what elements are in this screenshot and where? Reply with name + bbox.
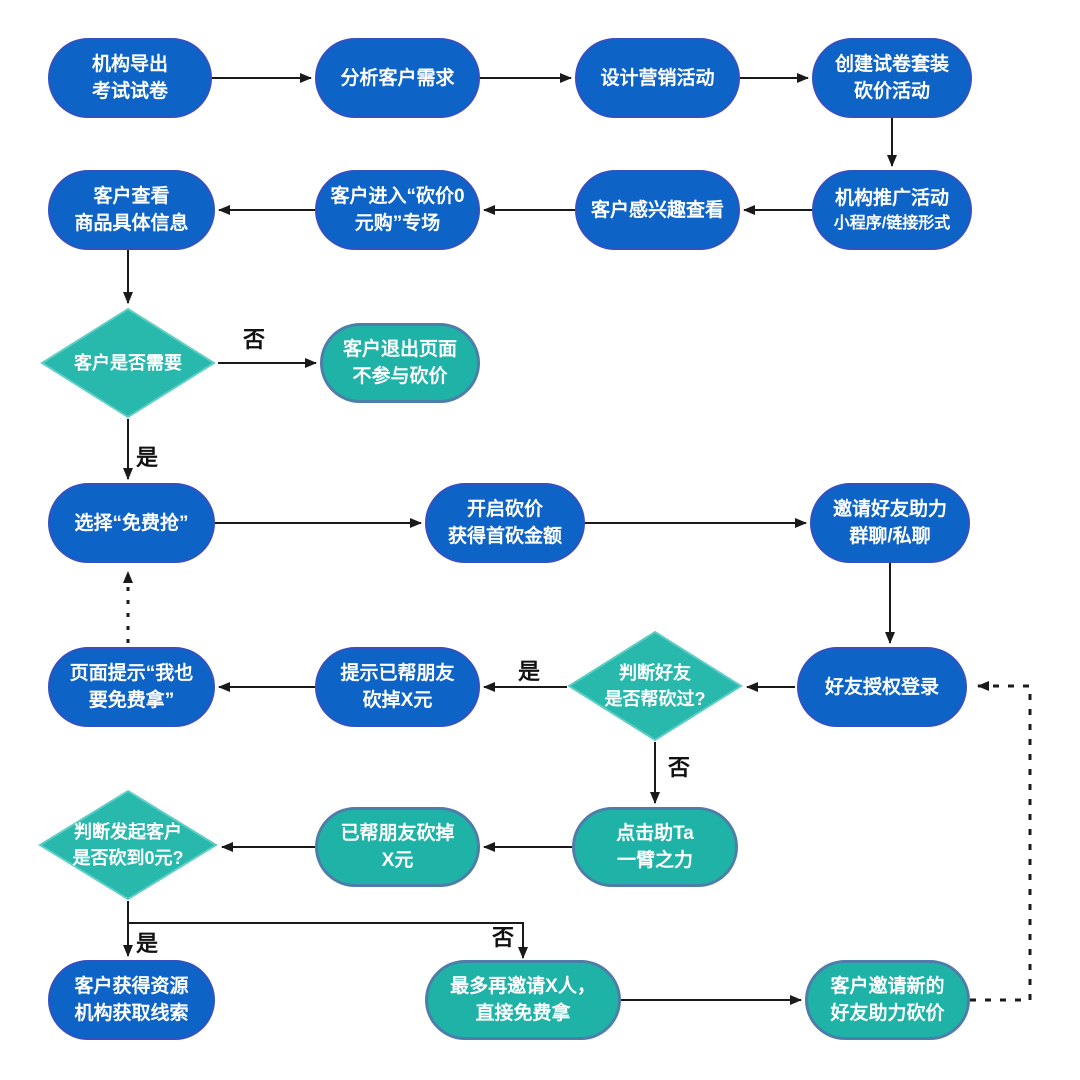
node-label-line: 直接免费拿 (475, 1003, 571, 1024)
node-label-line: 不参与砍价 (352, 366, 448, 387)
node-interest-view: 客户感兴趣查看 (575, 170, 740, 250)
node-design-campaign: 设计营销活动 (575, 38, 740, 118)
node-help-ta: 点击助Ta 一臂之力 (572, 807, 738, 887)
node-label-line: 是否帮砍过? (604, 689, 706, 709)
node-gain-leads: 客户获得资源 机构获取线索 (48, 960, 215, 1040)
node-promote: 机构推广活动 小程序/链接形式 (812, 170, 972, 250)
node-invite-new: 客户邀请新的 好友助力砍价 (805, 960, 970, 1040)
node-label-line: 客户是否需要 (74, 353, 182, 373)
edge-label-yes: 是 (136, 445, 159, 470)
node-page-tip: 页面提示“我也 要免费拿” (48, 647, 215, 727)
node-label-line: 提示已帮朋友 (340, 663, 455, 684)
node-already-cut-tip: 提示已帮朋友 砍掉X元 (315, 647, 480, 727)
node-label-line: 客户邀请新的 (830, 976, 945, 997)
node-label-line: 好友助力砍价 (830, 1003, 945, 1024)
node-label-line: 一臂之力 (616, 850, 693, 871)
node-choose-free: 选择“免费抢” (48, 483, 215, 563)
node-label-line: 元购”专场 (354, 213, 441, 234)
diamond-shape (40, 307, 216, 419)
edge-label-no: 否 (492, 925, 515, 950)
node-label-line: 已帮朋友砍掉 (340, 823, 455, 844)
node-label-line: 客户感兴趣查看 (590, 199, 724, 221)
diamond-shape (567, 630, 743, 742)
node-view-product: 客户查看 商品具体信息 (48, 170, 215, 250)
node-label-line: 页面提示“我也 (69, 663, 194, 684)
node-start-bargain: 开启砍价 获得首砍金额 (425, 483, 585, 563)
node-label-line: 客户退出页面 (342, 339, 457, 360)
node-label-line: 机构获取线索 (74, 1003, 189, 1024)
node-label-line: 创建试卷套装 (834, 54, 949, 75)
node-friend-login: 好友授权登录 (797, 647, 967, 727)
node-label-line: 客户查看 (93, 186, 170, 207)
node-label-line: X元 (381, 850, 414, 871)
node-label-line: 商品具体信息 (74, 213, 189, 234)
node-label-line: 分析客户需求 (340, 67, 455, 89)
node-export-exam: 机构导出 考试试卷 (48, 38, 212, 118)
node-label-line: 机构导出 (91, 54, 168, 75)
node-label-line: 砍价活动 (853, 81, 930, 102)
node-label-line: 小程序/链接形式 (833, 214, 951, 232)
diamond-shape (38, 789, 218, 901)
node-label-line: 最多再邀请X人， (450, 976, 596, 997)
node-label-line: 考试试卷 (91, 81, 168, 102)
node-create-bundle: 创建试卷套装 砍价活动 (812, 38, 972, 118)
node-label-line: 判断发起客户 (74, 822, 182, 842)
node-cut-amount: 已帮朋友砍掉 X元 (315, 807, 480, 887)
node-label-line: 获得首砍金额 (447, 526, 562, 547)
node-label-line: 判断好友 (619, 663, 691, 683)
node-exit-page: 客户退出页面 不参与砍价 (320, 323, 480, 403)
node-label-line: 好友授权登录 (824, 676, 939, 698)
node-label-line: 是否砍到0元? (72, 848, 184, 868)
node-enter-venue: 客户进入“砍价0 元购”专场 (315, 170, 480, 250)
node-label-line: 要免费拿” (88, 690, 175, 711)
node-label-line: 客户进入“砍价0 (330, 186, 465, 207)
edge-label-no: 否 (243, 327, 266, 352)
node-analyze-needs: 分析客户需求 (315, 38, 480, 118)
edge-label-yes: 是 (518, 659, 541, 684)
node-label-line: 选择“免费抢” (74, 512, 189, 534)
decision-cut-to-zero: 判断发起客户 是否砍到0元? (38, 789, 218, 901)
edge-label-no: 否 (668, 755, 691, 780)
decision-customer-need: 客户是否需要 (40, 307, 216, 419)
node-label-line: 开启砍价 (466, 499, 543, 520)
node-invite-friends: 邀请好友助力 群聊/私聊 (810, 483, 970, 563)
node-label-line: 砍掉X元 (362, 690, 433, 711)
node-label-line: 客户获得资源 (74, 976, 189, 997)
node-label-line: 群聊/私聊 (849, 526, 931, 547)
node-label-line: 设计营销活动 (600, 67, 715, 89)
edge-label-yes: 是 (136, 931, 159, 956)
decision-friend-already-cut: 判断好友 是否帮砍过? (567, 630, 743, 742)
node-invite-more: 最多再邀请X人， 直接免费拿 (425, 960, 621, 1040)
node-label-line: 点击助Ta (616, 823, 694, 844)
node-label-line: 邀请好友助力 (832, 499, 947, 520)
node-label-line: 机构推广活动 (834, 187, 949, 209)
